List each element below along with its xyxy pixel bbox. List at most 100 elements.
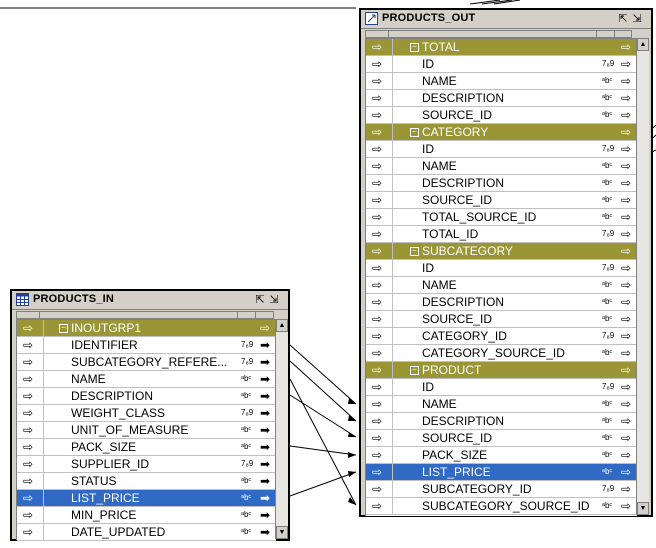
group-row[interactable]: ⇨−CATEGORY⇨ — [366, 124, 637, 141]
output-arrow-icon[interactable]: ➡ — [260, 423, 271, 437]
row-connector-cell[interactable]: ⇨ — [366, 243, 393, 259]
group-row[interactable]: ⇨−SUBCATEGORY⇨ — [366, 243, 637, 260]
row-connector-cell[interactable]: ⇨ — [366, 362, 393, 378]
collapse-icon[interactable]: − — [410, 43, 419, 52]
row-connector-cell[interactable]: ⇨ — [17, 473, 44, 489]
row-connector-cell[interactable]: ⇨ — [366, 56, 393, 72]
row-connector-cell[interactable]: ⇨ — [366, 175, 393, 191]
minimize-icon[interactable]: ⇲ — [632, 13, 642, 25]
scroll-down-icon[interactable]: ▼ — [276, 526, 288, 539]
input-arrow-icon[interactable]: ⇨ — [621, 261, 632, 275]
products-in-titlebar[interactable]: PRODUCTS_IN ⇱ ⇲ — [12, 291, 288, 310]
input-arrow-icon[interactable]: ⇨ — [621, 465, 632, 479]
output-arrow-icon[interactable]: ➡ — [260, 525, 271, 539]
input-arrow-icon[interactable]: ⇨ — [621, 108, 632, 122]
row-connector-cell[interactable]: ⇨ — [366, 226, 393, 242]
row-connector-cell[interactable]: ⇨ — [366, 294, 393, 310]
row-connector-cell[interactable]: ⇨ — [366, 277, 393, 293]
row-connector-cell[interactable]: ⇨ — [366, 209, 393, 225]
row-connector-cell[interactable]: ⇨ — [366, 481, 393, 497]
row-connector-cell[interactable]: ⇨ — [17, 456, 44, 472]
row-connector-cell[interactable]: ⇨ — [366, 124, 393, 140]
scroll-down-icon[interactable]: ▼ — [637, 502, 649, 515]
row-connector-cell[interactable]: ⇨ — [366, 396, 393, 412]
collapse-icon[interactable]: − — [410, 128, 419, 137]
output-arrow-icon[interactable]: ➡ — [260, 508, 271, 522]
input-arrow-icon[interactable]: ⇨ — [621, 414, 632, 428]
row-connector-cell[interactable]: ⇨ — [366, 311, 393, 327]
input-arrow-icon[interactable]: ⇨ — [621, 193, 632, 207]
group-row[interactable]: ⇨−PRODUCT⇨ — [366, 362, 637, 379]
output-arrow-icon[interactable]: ➡ — [260, 338, 271, 352]
input-arrow-icon[interactable]: ⇨ — [621, 278, 632, 292]
maximize-icon[interactable]: ⇱ — [618, 13, 628, 25]
row-connector-cell[interactable]: ⇨ — [17, 524, 44, 540]
row-connector-cell[interactable]: ⇨ — [366, 90, 393, 106]
input-arrow-icon[interactable]: ⇨ — [621, 397, 632, 411]
input-arrow-icon[interactable]: ⇨ — [621, 91, 632, 105]
input-arrow-icon[interactable]: ⇨ — [621, 125, 632, 139]
output-arrow-icon[interactable]: ➡ — [260, 355, 271, 369]
group-row[interactable]: ⇨−INOUTGRP1⇨ — [17, 320, 276, 337]
input-arrow-icon[interactable]: ⇨ — [621, 312, 632, 326]
collapse-icon[interactable]: − — [410, 247, 419, 256]
input-arrow-icon[interactable]: ⇨ — [621, 482, 632, 496]
row-connector-cell[interactable]: ⇨ — [366, 413, 393, 429]
row-connector-cell[interactable]: ⇨ — [17, 388, 44, 404]
row-connector-cell[interactable]: ⇨ — [17, 354, 44, 370]
scroll-up-icon[interactable]: ▲ — [637, 38, 649, 51]
output-arrow-icon[interactable]: ➡ — [260, 491, 271, 505]
row-connector-cell[interactable]: ⇨ — [17, 320, 44, 336]
row-connector-cell[interactable]: ⇨ — [366, 39, 393, 55]
row-connector-cell[interactable]: ⇨ — [366, 328, 393, 344]
input-arrow-icon[interactable]: ⇨ — [621, 210, 632, 224]
row-connector-cell[interactable]: ⇨ — [17, 371, 44, 387]
input-arrow-icon[interactable]: ⇨ — [260, 321, 271, 335]
row-connector-cell[interactable]: ⇨ — [17, 422, 44, 438]
row-connector-cell[interactable]: ⇨ — [366, 464, 393, 480]
row-connector-cell[interactable]: ⇨ — [17, 405, 44, 421]
row-connector-cell[interactable]: ⇨ — [17, 490, 44, 506]
input-arrow-icon[interactable]: ⇨ — [621, 499, 632, 513]
input-arrow-icon[interactable]: ⇨ — [621, 431, 632, 445]
input-arrow-icon[interactable]: ⇨ — [621, 363, 632, 377]
input-arrow-icon[interactable]: ⇨ — [621, 244, 632, 258]
row-connector-cell[interactable]: ⇨ — [366, 498, 393, 514]
products-out-scrollbar[interactable]: ▲ ▼ — [636, 38, 649, 515]
row-connector-cell[interactable]: ⇨ — [366, 260, 393, 276]
input-arrow-icon[interactable]: ⇨ — [621, 380, 632, 394]
row-connector-cell[interactable]: ⇨ — [366, 447, 393, 463]
input-arrow-icon[interactable]: ⇨ — [621, 74, 632, 88]
row-connector-cell[interactable]: ⇨ — [366, 141, 393, 157]
row-connector-cell[interactable]: ⇨ — [366, 107, 393, 123]
input-arrow-icon[interactable]: ⇨ — [621, 142, 632, 156]
